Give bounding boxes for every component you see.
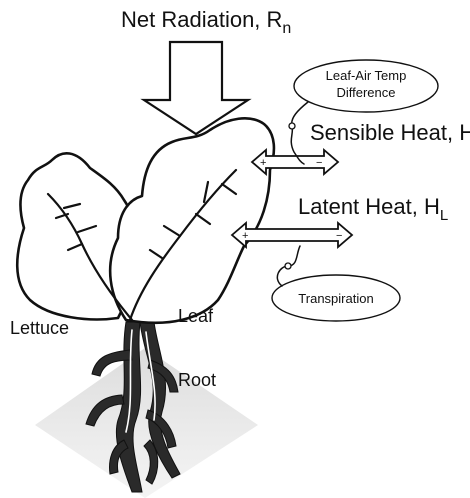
sensible-minus-sign: − <box>316 157 322 169</box>
transpiration-label: Transpiration <box>298 291 373 306</box>
sensible-heat-label: Sensible Heat, HS <box>310 120 470 150</box>
leaf-air-temp-line2: Difference <box>336 85 395 100</box>
lettuce-label: Lettuce <box>10 318 69 338</box>
root-label: Root <box>178 370 216 390</box>
latent-plus-sign: + <box>242 230 248 242</box>
latent-minus-sign: − <box>336 230 342 242</box>
leaf-label: Leaf <box>178 306 214 326</box>
leaf-air-temp-connector <box>291 102 308 164</box>
sensible-plus-sign: + <box>260 157 266 169</box>
latent-heat-label: Latent Heat, HL <box>298 194 448 224</box>
soil-shadow <box>35 348 258 498</box>
net-radiation-label: Net Radiation, Rn <box>121 7 291 37</box>
leaf-air-temp-line1: Leaf-Air Temp <box>326 68 407 83</box>
